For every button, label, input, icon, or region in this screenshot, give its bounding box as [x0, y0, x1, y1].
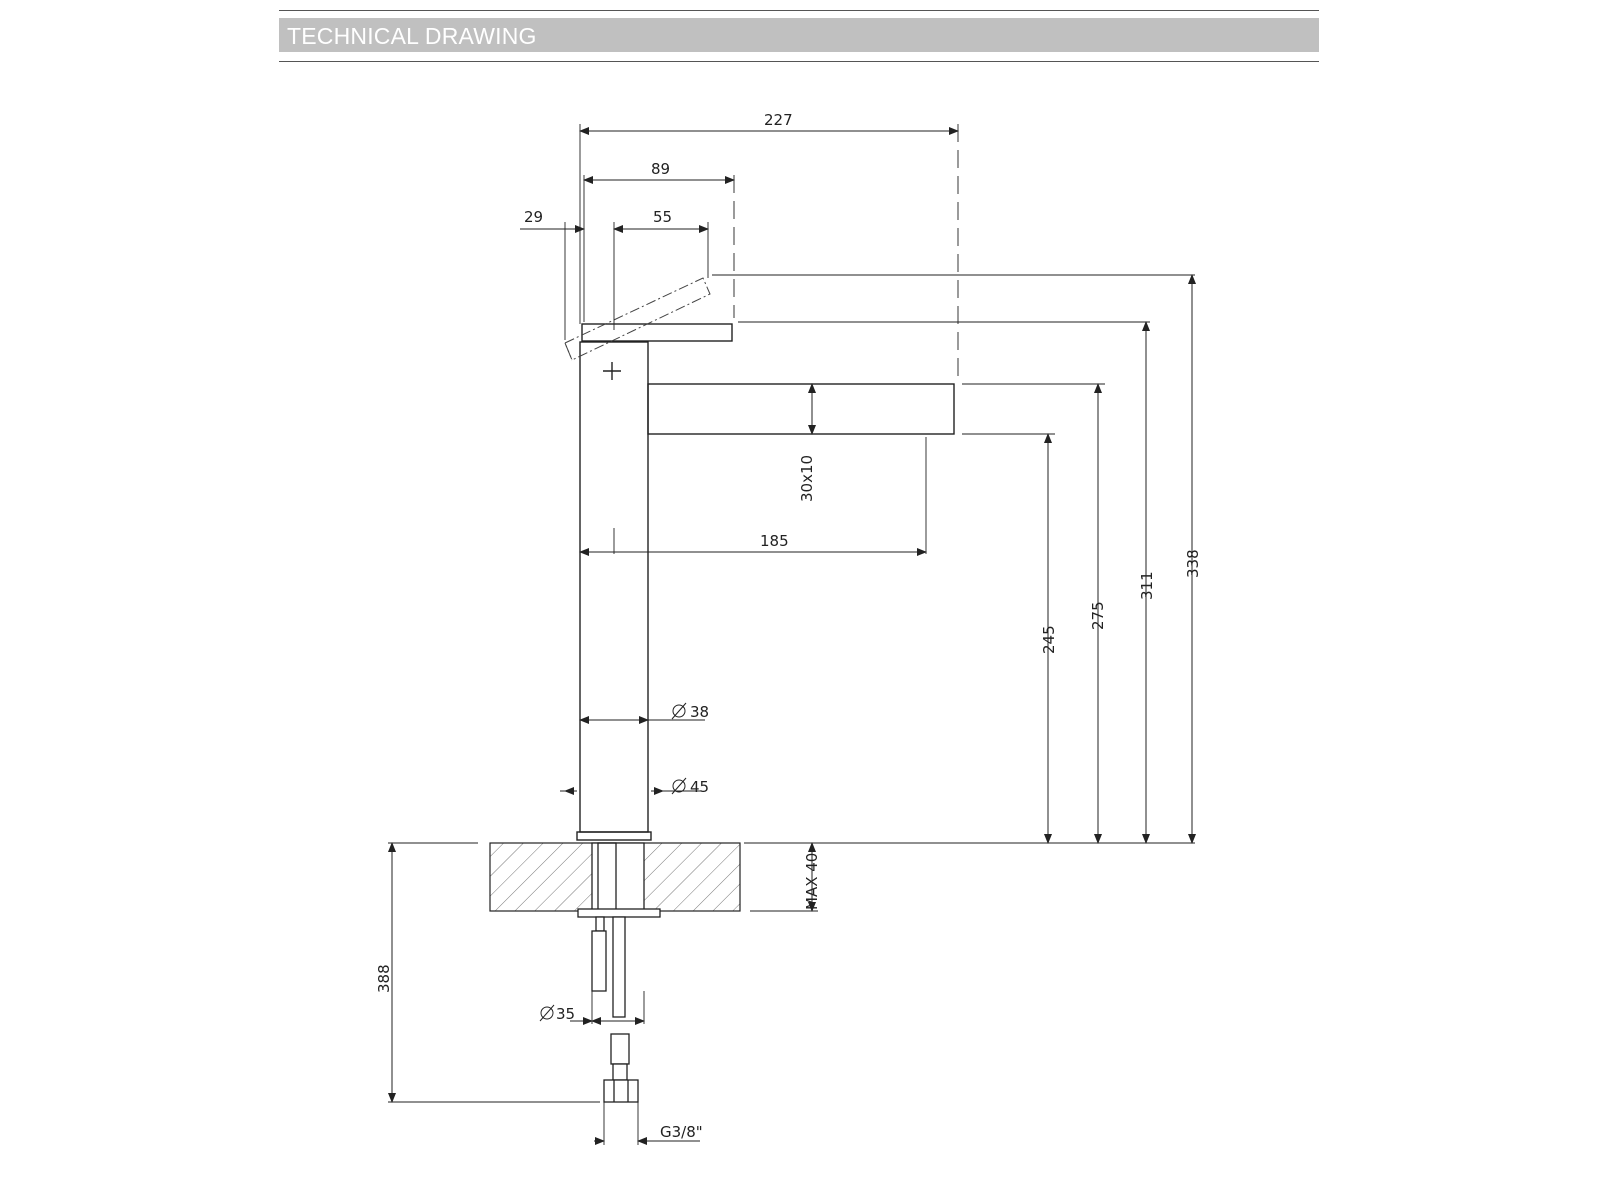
dim-handle-reach: 89: [651, 160, 670, 178]
page-title: TECHNICAL DRAWING: [287, 23, 537, 49]
dim-base-dia: 45: [690, 778, 709, 796]
dim-shank-dia: 35: [556, 1005, 575, 1023]
dim-handle-open-height: 338: [1184, 549, 1202, 578]
spout: [647, 383, 955, 435]
extension-lines: [388, 124, 1195, 1145]
handle-open-position: [564, 277, 711, 361]
deck-section: [489, 842, 741, 912]
dim-spout-reach: 185: [760, 532, 789, 550]
dim-handle-height: 311: [1138, 571, 1156, 600]
header-top-rule: [279, 10, 1319, 11]
header-bar: TECHNICAL DRAWING: [279, 18, 1319, 52]
dim-spout-top-height: 275: [1089, 601, 1107, 630]
handle-lever: [581, 323, 733, 342]
dimension-lines: [388, 127, 1196, 1103]
dim-outlet-height: 245: [1040, 625, 1058, 654]
outside-arrows: [520, 225, 700, 1145]
dim-body-dia: 38: [690, 703, 709, 721]
diameter-symbols: [539, 702, 687, 1022]
shank-assembly: [577, 842, 661, 1103]
faucet-body: [579, 341, 649, 833]
dim-handle-55: 55: [653, 208, 672, 226]
header-bottom-rule: [279, 61, 1319, 62]
faucet-outline: [576, 323, 955, 841]
base-ring: [576, 831, 652, 841]
dim-deck-thickness: MAX 40: [803, 853, 821, 910]
dim-thread: G3/8": [660, 1123, 703, 1141]
dim-spout-section: 30x10: [798, 455, 816, 502]
dim-shank-length: 388: [375, 964, 393, 993]
dim-offset-29: 29: [524, 208, 543, 226]
dim-overall-depth: 227: [764, 111, 793, 129]
